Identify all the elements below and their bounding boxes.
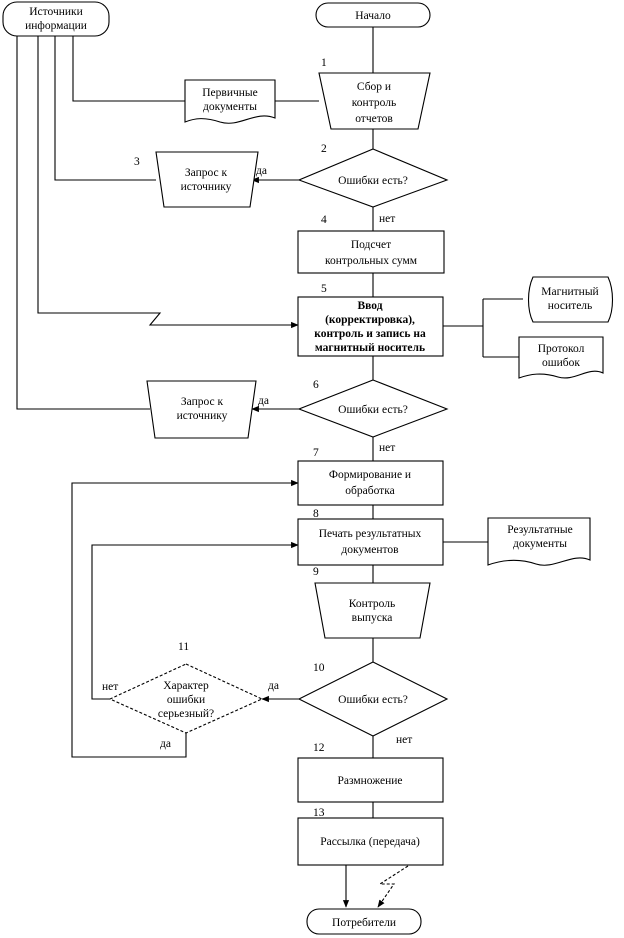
svg-text:4: 4 (321, 214, 327, 226)
svg-text:Характер: Характер (163, 680, 209, 692)
svg-text:Подсчет: Подсчет (351, 239, 391, 251)
svg-text:серьезный?: серьезный? (158, 708, 214, 720)
svg-text:контрольных сумм: контрольных сумм (325, 255, 418, 267)
step2-no-label: нет (379, 213, 395, 225)
step-numbers: 1 2 3 4 5 6 7 8 9 10 11 12 13 (134, 57, 327, 819)
step6-yes-label: да (258, 395, 269, 407)
svg-text:Источники: Источники (29, 6, 83, 18)
step6-decision: Ошибки есть? (297, 379, 449, 438)
step13-distribution: Рассылка (передача) (297, 817, 444, 866)
error-protocol: Протокол ошибок (518, 336, 604, 379)
svg-text:Формирование и: Формирование и (329, 469, 411, 481)
svg-text:6: 6 (313, 379, 319, 391)
step11-decision: Характер ошибки серьезный? (108, 663, 264, 734)
svg-text:10: 10 (313, 662, 325, 674)
primary-documents: Первичные документы (184, 79, 276, 124)
svg-text:3: 3 (134, 156, 140, 168)
svg-text:11: 11 (178, 641, 189, 653)
svg-text:(корректировка),: (корректировка), (325, 314, 415, 326)
svg-text:обработка: обработка (345, 485, 394, 497)
svg-text:контроль: контроль (352, 97, 396, 109)
svg-text:ошибки: ошибки (167, 694, 205, 706)
svg-text:7: 7 (313, 447, 319, 459)
svg-text:Потребители: Потребители (332, 917, 396, 929)
step10-yes-label: да (268, 680, 279, 692)
step2-yes-label: да (256, 165, 267, 177)
svg-text:13: 13 (313, 807, 325, 819)
svg-text:Ошибки есть?: Ошибки есть? (338, 175, 408, 187)
start-terminal: Начало (315, 2, 431, 28)
result-documents: Результатные документы (487, 517, 591, 566)
step7-forming: Формирование и обработка (297, 460, 444, 506)
svg-text:Результатные: Результатные (507, 524, 573, 536)
svg-text:Протокол: Протокол (538, 343, 585, 355)
step9-output-control: Контроль выпуска (314, 582, 431, 639)
step10-no-label: нет (396, 734, 412, 746)
svg-text:Запрос к: Запрос к (185, 167, 228, 179)
svg-text:отчетов: отчетов (355, 113, 393, 125)
step11-no-label: нет (102, 681, 118, 693)
svg-text:документов: документов (341, 544, 399, 556)
svg-text:Запрос к: Запрос к (181, 396, 224, 408)
step4-checksum: Подсчет контрольных сумм (297, 230, 445, 274)
svg-text:Магнитный: Магнитный (541, 286, 598, 298)
svg-text:носитель: носитель (548, 300, 593, 312)
svg-text:Контроль: Контроль (349, 598, 396, 610)
step1-collect-control: Сбор и контроль отчетов (318, 72, 431, 130)
svg-text:источнику: источнику (177, 410, 228, 422)
svg-text:контроль и запись на: контроль и запись на (314, 328, 426, 340)
svg-text:источнику: источнику (181, 181, 232, 193)
svg-text:9: 9 (313, 566, 319, 578)
svg-text:выпуска: выпуска (352, 612, 393, 624)
svg-text:ошибок: ошибок (542, 357, 580, 369)
svg-text:Печать результатных: Печать результатных (319, 528, 422, 540)
svg-text:документы: документы (513, 538, 567, 550)
svg-text:1: 1 (321, 57, 327, 69)
svg-text:Ошибки есть?: Ошибки есть? (338, 694, 408, 706)
svg-text:магнитный носитель: магнитный носитель (315, 342, 425, 354)
magnetic-storage: Магнитный носитель (527, 276, 614, 323)
step10-decision: Ошибки есть? (297, 661, 449, 737)
svg-text:Сбор и: Сбор и (357, 81, 391, 93)
step3-request: Запрос к источнику (155, 151, 259, 208)
svg-text:Размножение: Размножение (337, 775, 402, 787)
svg-text:Ошибки есть?: Ошибки есть? (338, 404, 408, 416)
svg-text:Первичные: Первичные (202, 87, 258, 99)
svg-text:2: 2 (321, 143, 327, 155)
step12-duplication: Размножение (297, 757, 444, 803)
branch-labels: да нет да нет да нет нет да (102, 165, 412, 750)
svg-text:Ввод: Ввод (357, 300, 382, 312)
svg-text:документы: документы (203, 101, 257, 113)
step5-input: Ввод (корректировка), контроль и запись … (297, 296, 444, 357)
step6-no-label: нет (379, 442, 395, 454)
svg-text:Начало: Начало (355, 10, 391, 22)
consumers-terminal: Потребители (306, 908, 422, 935)
sources-terminal: Источники информации (2, 1, 110, 37)
step2-decision: Ошибки есть? (297, 148, 449, 208)
step11-yes-label: да (160, 738, 171, 750)
svg-text:5: 5 (321, 283, 327, 295)
svg-text:8: 8 (313, 508, 319, 520)
svg-text:12: 12 (313, 742, 325, 754)
step8-print: Печать результатных документов (297, 518, 444, 566)
step6-request: Запрос к источнику (146, 380, 257, 439)
connectors (13, 21, 523, 908)
svg-text:информации: информации (25, 20, 87, 32)
svg-text:Рассылка (передача): Рассылка (передача) (320, 836, 420, 848)
